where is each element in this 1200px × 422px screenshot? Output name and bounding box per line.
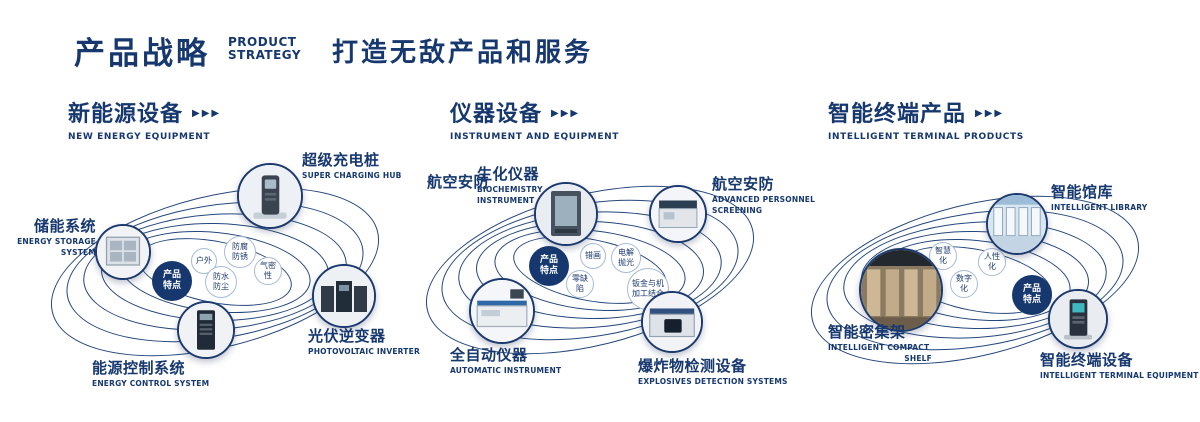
storage-system-image: [97, 226, 149, 278]
product-name: 智能终端设备: [1040, 351, 1134, 369]
product-name-en2: SCREENING: [712, 206, 763, 216]
product-label-terminal-equipment: 智能终端设备 INTELLIGENT TERMINAL EQUIPMENT: [1040, 351, 1199, 381]
library-image: [988, 195, 1046, 253]
product-name-en: ADVANCED PERSONNEL: [712, 195, 816, 205]
section-title: 仪器设备: [450, 102, 543, 127]
product-label-compact-shelf: 智能密集架 INTELLIGENT COMPACT SHELF: [828, 323, 932, 364]
kiosk-image: [1050, 291, 1106, 347]
feature-bubble: 气密性: [254, 257, 282, 285]
product-circle-personnel-screening: [649, 185, 707, 243]
feature-bubble: 防水防尘: [205, 266, 237, 298]
product-label-pv-inverter: 光伏逆变器 PHOTOVOLTAIC INVERTER: [308, 327, 420, 357]
badge-line2: 特点: [162, 281, 181, 291]
product-label-super-charging-hub: 超级充电桩 SUPER CHARGING HUB: [302, 151, 402, 181]
product-name-en2: INSTRUMENT: [477, 196, 535, 206]
automatic-instrument-image: [471, 280, 533, 342]
product-features-badge: 产品 特点: [529, 246, 569, 286]
product-circle-biochemistry: [534, 182, 598, 246]
product-circle-energy-storage: [95, 224, 151, 280]
section-title: 新能源设备: [68, 102, 184, 127]
feature-bubble: 防腐防锈: [224, 236, 256, 268]
product-name: 智能密集架: [828, 323, 906, 341]
product-name-en: INTELLIGENT COMPACT: [828, 343, 930, 353]
product-circle-energy-control: [177, 301, 235, 359]
explosives-scanner-image: [643, 293, 701, 351]
product-label-energy-storage: 储能系统 ENERGY STORAGE SYSTEM: [12, 217, 96, 258]
product-circle-super-charging-hub: [237, 163, 303, 229]
product-features-badge: 产品 特点: [1012, 275, 1052, 315]
product-name: 爆炸物检测设备: [638, 357, 747, 375]
product-name: 超级充电桩: [302, 151, 380, 169]
feature-bubble: 电解抛光: [611, 243, 641, 273]
header-subtitle-line1: PRODUCT: [228, 35, 297, 49]
product-circle-compact-shelf: [859, 248, 943, 332]
product-features-badge: 产品 特点: [152, 261, 192, 301]
header-subtitle-line2: STRATEGY: [228, 48, 302, 63]
product-label-biochemistry: 生化仪器 BIOCHEMISTRY INSTRUMENT: [477, 165, 543, 206]
badge-line1: 产品: [539, 255, 558, 266]
product-name: 智能馆库: [1051, 183, 1114, 201]
biochemistry-instrument-image: [536, 184, 596, 244]
triple-arrow-icon: ▶▶▶: [551, 108, 581, 119]
triple-arrow-icon: ▶▶▶: [975, 108, 1005, 119]
section-subtitle: INSTRUMENT AND EQUIPMENT: [450, 132, 619, 142]
section-header-intelligent-terminal: 智能终端产品 ▶▶▶ INTELLIGENT TERMINAL PRODUCTS: [828, 96, 1024, 142]
label-aviation-security: 航空安防: [427, 173, 490, 191]
product-name: 储能系统: [33, 217, 96, 235]
product-label-personnel-screening: 航空安防 ADVANCED PERSONNEL SCREENING: [712, 175, 816, 216]
screening-machine-image: [651, 187, 705, 241]
product-name: 生化仪器: [477, 165, 540, 183]
product-name-en: EXPLOSIVES DETECTION SYSTEMS: [638, 377, 788, 387]
product-name-en2: SHELF: [904, 354, 932, 364]
section-subtitle: NEW ENERGY EQUIPMENT: [68, 132, 211, 142]
product-name-en2: SYSTEM: [60, 248, 96, 258]
product-name: 光伏逆变器: [308, 327, 386, 345]
section-subtitle: INTELLIGENT TERMINAL PRODUCTS: [828, 132, 1024, 142]
control-cabinet-image: [179, 303, 233, 357]
feature-bubble: 人性化: [978, 248, 1006, 276]
product-name: 能源控制系统: [92, 359, 186, 377]
feature-bubble: 数字化: [950, 270, 978, 298]
product-name-en: PHOTOVOLTAIC INVERTER: [308, 347, 420, 357]
feature-bubble: 错画: [580, 243, 606, 269]
badge-line2: 特点: [539, 266, 558, 276]
section-title: 智能终端产品: [828, 102, 967, 127]
product-name-en: INTELLIGENT LIBRARY: [1051, 203, 1148, 213]
product-circle-intelligent-library: [986, 193, 1048, 255]
product-label-explosives-detection: 爆炸物检测设备 EXPLOSIVES DETECTION SYSTEMS: [638, 357, 788, 387]
product-name: 全自动仪器: [450, 346, 528, 364]
feature-bubble: 零缺陷: [566, 270, 594, 298]
product-name: 航空安防: [712, 175, 775, 193]
section-header-new-energy: 新能源设备 ▶▶▶ NEW ENERGY EQUIPMENT: [68, 96, 221, 142]
pv-inverter-image: [314, 266, 374, 326]
product-circle-automatic-instrument: [469, 278, 535, 344]
header-subtitle: PRODUCT STRATEGY: [228, 35, 302, 63]
product-name-en: ENERGY CONTROL SYSTEM: [92, 379, 210, 389]
product-name-en: SUPER CHARGING HUB: [302, 171, 402, 181]
charging-pile-image: [239, 165, 301, 227]
header-tagline: 打造无敌产品和服务: [332, 38, 594, 68]
badge-line1: 产品: [162, 270, 181, 281]
product-name-en: BIOCHEMISTRY: [477, 185, 543, 195]
product-circle-explosives-detection: [641, 291, 703, 353]
product-name-en: AUTOMATIC INSTRUMENT: [450, 366, 562, 376]
product-circle-pv-inverter: [312, 264, 376, 328]
page-title: 产品战略: [74, 36, 210, 72]
product-label-intelligent-library: 智能馆库 INTELLIGENT LIBRARY: [1051, 183, 1148, 213]
product-circle-terminal-equipment: [1048, 289, 1108, 349]
product-label-automatic-instrument: 全自动仪器 AUTOMATIC INSTRUMENT: [450, 346, 562, 376]
badge-line2: 特点: [1022, 295, 1041, 305]
triple-arrow-icon: ▶▶▶: [192, 108, 222, 119]
product-label-energy-control: 能源控制系统 ENERGY CONTROL SYSTEM: [92, 359, 210, 389]
product-name: 航空安防: [427, 173, 490, 191]
compact-shelf-image: [861, 250, 941, 330]
badge-line1: 产品: [1022, 284, 1041, 295]
product-name-en: INTELLIGENT TERMINAL EQUIPMENT: [1040, 371, 1199, 381]
section-header-instruments: 仪器设备 ▶▶▶ INSTRUMENT AND EQUIPMENT: [450, 96, 619, 142]
product-name-en: ENERGY STORAGE: [17, 237, 96, 247]
